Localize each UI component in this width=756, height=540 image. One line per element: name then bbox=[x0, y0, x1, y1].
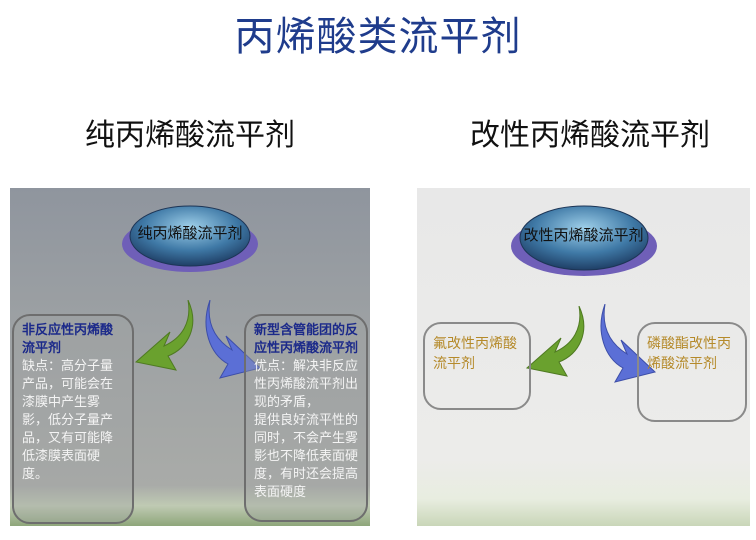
right-column-title: 改性丙烯酸流平剂 bbox=[470, 118, 710, 153]
newtype-box: 新型含管能团的反应性丙烯酸流平剂 优点：解决非反应性丙烯酸流平剂出现的矛盾， 提… bbox=[244, 314, 368, 522]
hub-modified-acrylic: 改性丙烯酸流平剂 bbox=[509, 198, 659, 276]
hub-pure-acrylic: 纯丙烯酸流平剂 bbox=[120, 198, 260, 276]
arrow-down-right-purple-icon bbox=[205, 300, 262, 379]
right-diagram-panel: 改性丙烯酸流平剂 氟改性丙烯酸流平剂 磷酸酯改性丙烯酸流平剂 bbox=[417, 188, 750, 526]
fluorine-modified-box: 氟改性丙烯酸流平剂 bbox=[423, 322, 531, 410]
fluorine-modified-label: 氟改性丙烯酸流平剂 bbox=[433, 336, 517, 372]
phosphate-modified-box: 磷酸酯改性丙烯酸流平剂 bbox=[637, 322, 747, 422]
hub-label: 纯丙烯酸流平剂 bbox=[137, 224, 243, 242]
hub-disc-icon bbox=[510, 205, 657, 276]
hub-disc-icon bbox=[122, 205, 258, 272]
newtype-body: 优点：解决非反应性丙烯酸流平剂出现的矛盾， 提供良好流平性的同时，不会产生雾影也… bbox=[254, 359, 359, 500]
slide-title: 丙烯酸类流平剂 bbox=[234, 14, 522, 60]
nonreactive-body: 缺点：高分子量产品，可能会在漆膜中产生雾影，低分子量产品，又有可能降低漆膜表面硬… bbox=[22, 359, 114, 482]
newtype-title: 新型含管能团的反应性丙烯酸流平剂 bbox=[254, 323, 359, 356]
hub-label: 改性丙烯酸流平剂 bbox=[523, 226, 644, 244]
nonreactive-title: 非反应性丙烯酸流平剂 bbox=[22, 323, 114, 356]
nonreactive-box: 非反应性丙烯酸流平剂 缺点：高分子量产品，可能会在漆膜中产生雾影，低分子量产品，… bbox=[12, 314, 134, 524]
left-diagram-panel: 纯丙烯酸流平剂 非反应性丙烯酸流平剂 缺点：高分子量产品，可能会在漆膜中产生雾影… bbox=[10, 188, 370, 526]
left-column-title: 纯丙烯酸流平剂 bbox=[85, 118, 295, 153]
arrow-down-left-green-icon bbox=[525, 306, 585, 377]
arrow-down-right-purple-icon bbox=[600, 304, 657, 383]
phosphate-modified-label: 磷酸酯改性丙烯酸流平剂 bbox=[647, 336, 731, 372]
arrow-down-left-green-icon bbox=[134, 300, 194, 371]
